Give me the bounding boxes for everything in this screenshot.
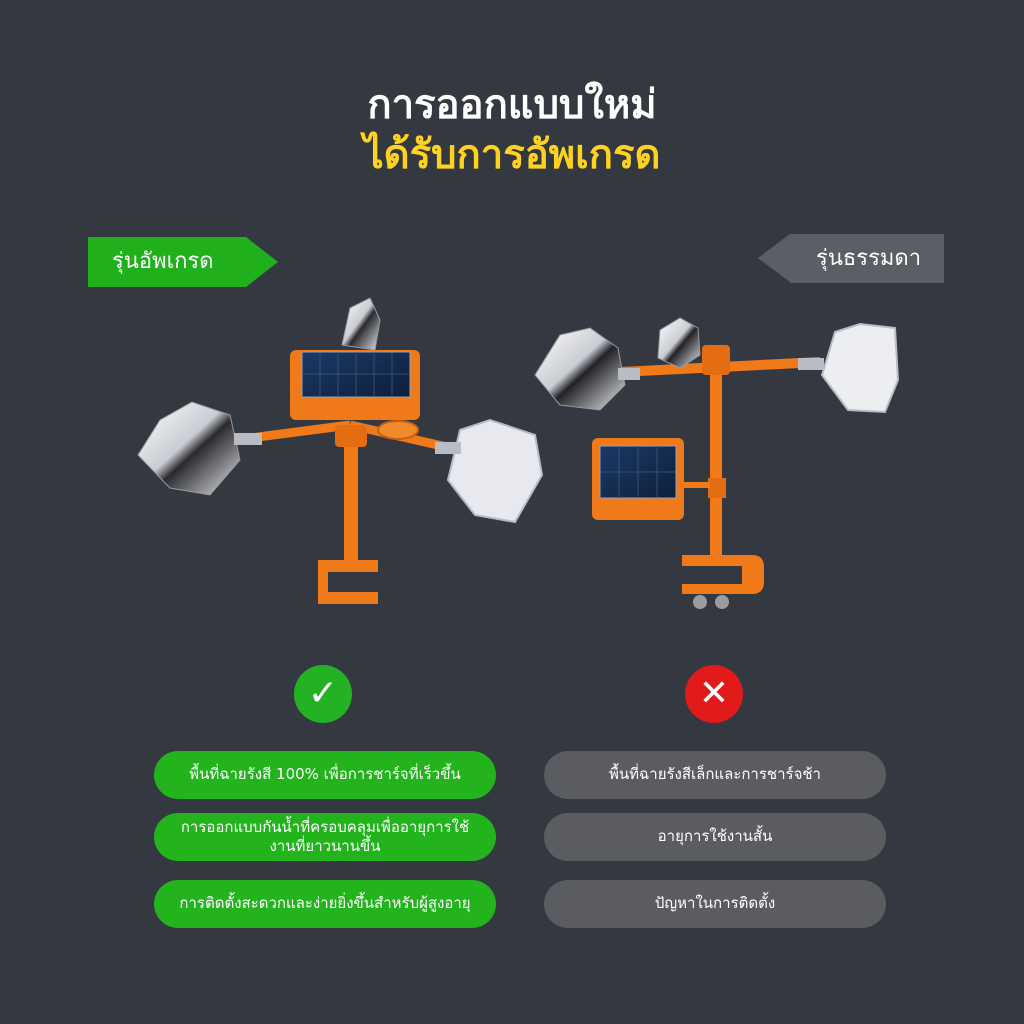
regular-feature-3: ปัญหาในการติดตั้ง (544, 880, 886, 928)
regular-feature-1: พื้นที่ฉายรังสีเล็กและการชาร์จช้า (544, 751, 886, 799)
regular-model-tag: รุ่นธรรมดา (758, 234, 944, 283)
regular-product-image (534, 317, 900, 609)
upgraded-model-tag: รุ่นอัพเกรด (88, 237, 278, 287)
upgraded-product-image (137, 297, 544, 604)
upgraded-feature-2: การออกแบบกันน้ำที่ครอบคลุมเพื่ออายุการใช… (154, 813, 496, 861)
check-icon: ✓ (294, 665, 352, 723)
headline: การออกแบบใหม่ (367, 82, 657, 128)
upgraded-feature-3: การติดตั้งสะดวกและง่ายยิ่งขึ้นสำหรับผู้ส… (154, 880, 496, 928)
cross-icon: ✕ (685, 665, 743, 723)
upgraded-feature-1: พื้นที่ฉายรังสี 100% เพื่อการชาร์จที่เร็… (154, 751, 496, 799)
subheadline: ได้รับการอัพเกรด (363, 132, 661, 178)
regular-feature-2: อายุการใช้งานสั้น (544, 813, 886, 861)
